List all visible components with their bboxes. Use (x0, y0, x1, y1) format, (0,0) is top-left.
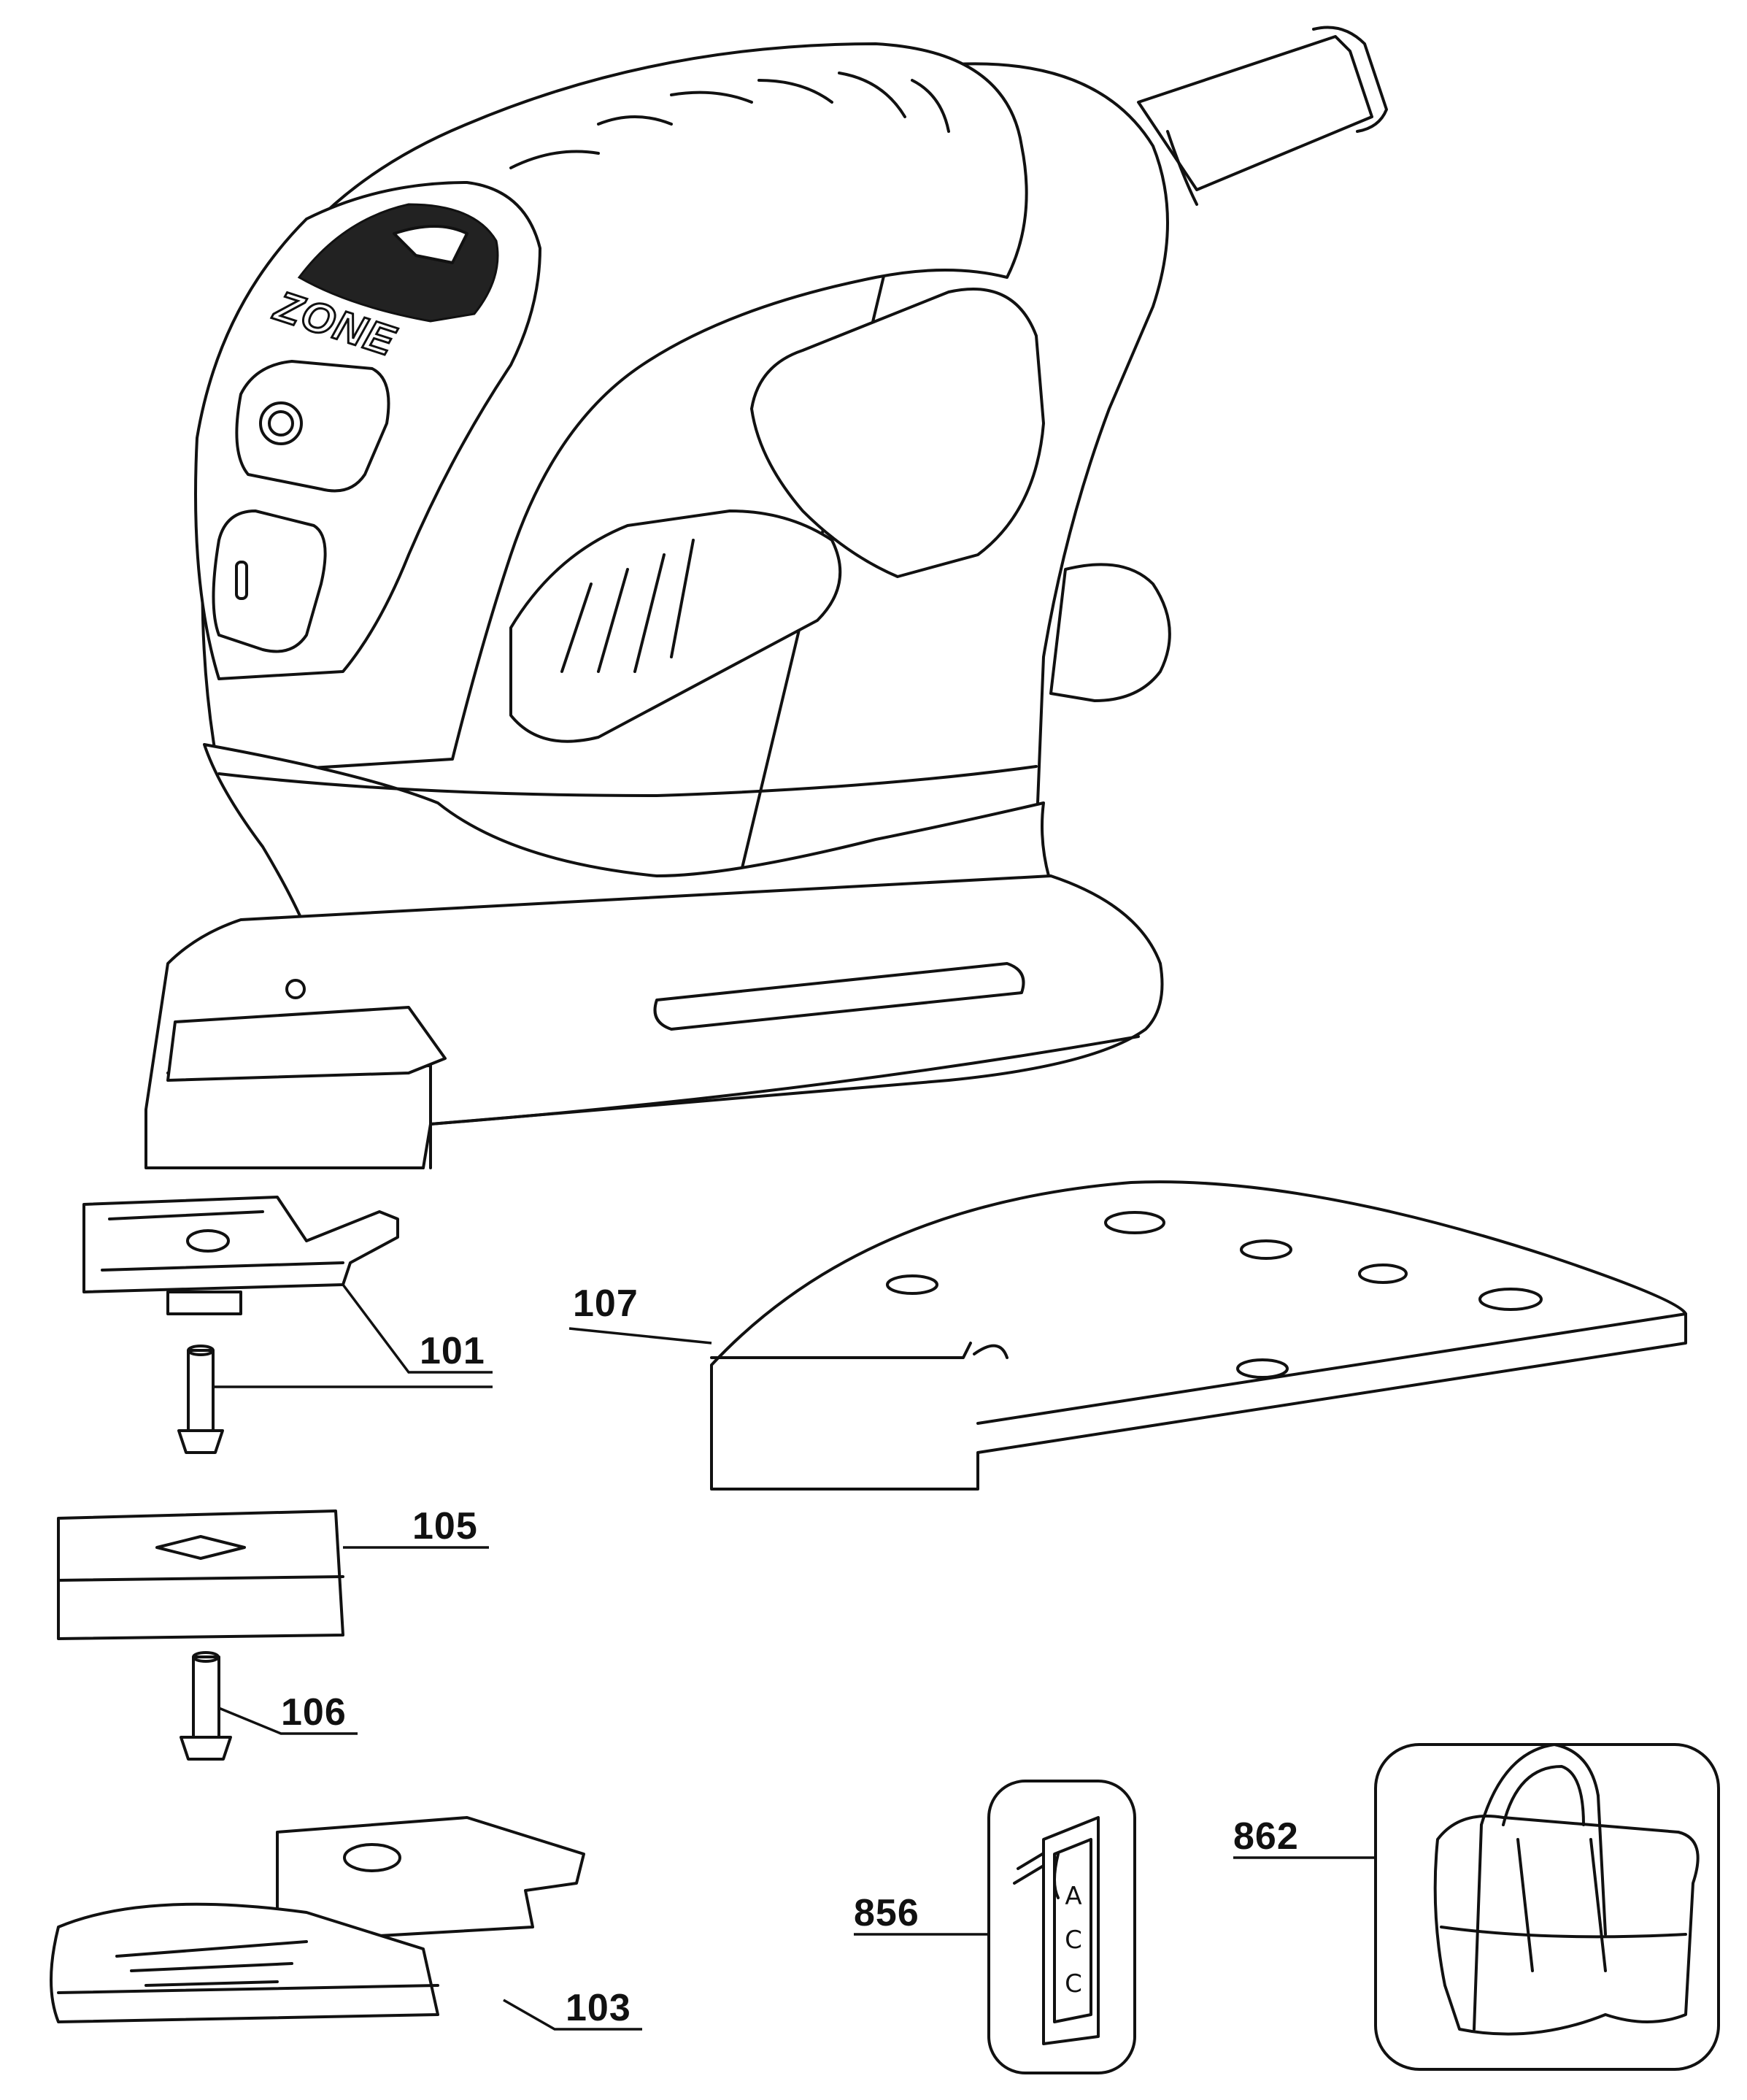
callout-856: 856 (854, 1892, 919, 1934)
part-screw-101 (177, 1345, 224, 1454)
callout-105: 105 (412, 1505, 478, 1547)
part-856-tag (987, 1780, 1136, 2074)
part-106-screw (180, 1651, 232, 1761)
leader-lines (213, 1283, 1376, 2031)
tag-letter-c1: C (1065, 1926, 1082, 1955)
part-862-bag (1374, 1743, 1720, 2071)
callout-106: 106 (281, 1691, 347, 1734)
part-103-attachment (50, 1816, 585, 2023)
part-107-sanding-sheet (710, 1180, 1687, 1491)
part-105-pad (57, 1509, 344, 1640)
tag-letter-a: A (1065, 1882, 1082, 1911)
callout-862: 862 (1233, 1815, 1299, 1858)
part-101-bracket (82, 1196, 399, 1315)
callout-101: 101 (420, 1330, 485, 1372)
callout-103: 103 (566, 1987, 631, 2029)
tag-letter-c2: C (1065, 1969, 1082, 1999)
callout-107: 107 (573, 1282, 639, 1325)
sander-body (144, 26, 1388, 1169)
